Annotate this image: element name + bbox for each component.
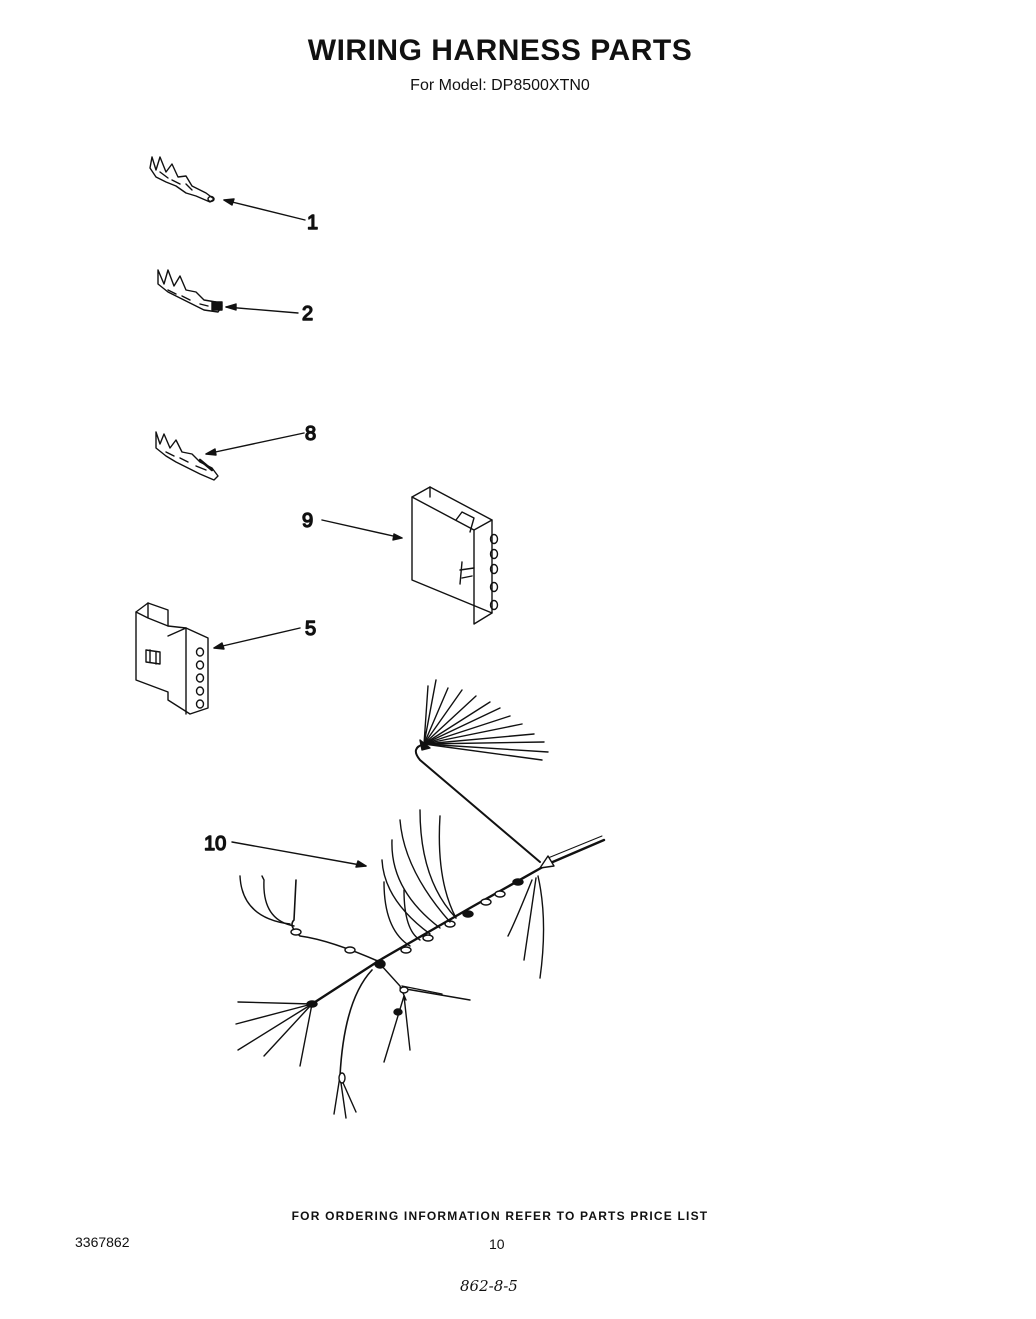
callout-label-8: 8 <box>305 423 316 445</box>
callout-9-leader <box>321 519 403 541</box>
callout-10-leader <box>231 841 367 868</box>
page-title: WIRING HARNESS PARTS <box>307 34 693 67</box>
callout-label-1: 1 <box>307 212 318 234</box>
callout-2-leader <box>225 303 299 314</box>
callout-label-9: 9 <box>302 510 313 532</box>
model-subtitle: For Model: DP8500XTN0 <box>410 77 590 94</box>
part-9-connector-block <box>411 486 499 625</box>
callout-5-leader <box>213 627 301 650</box>
callout-label-10: 10 <box>204 833 226 855</box>
callout-label-5: 5 <box>305 618 316 640</box>
part-1-terminal <box>149 156 215 203</box>
part-2-terminal <box>157 269 223 313</box>
page-number: 10 <box>489 1236 505 1252</box>
part-8-terminal <box>155 431 219 481</box>
part-10-wiring-harness <box>235 679 606 1119</box>
ordering-note: FOR ORDERING INFORMATION REFER TO PARTS … <box>291 1209 709 1223</box>
callout-label-2: 2 <box>302 303 313 325</box>
handwritten-note: 862-8-5 <box>460 1277 518 1295</box>
part-5-connector-housing <box>135 602 209 715</box>
callout-1-leader <box>223 198 306 221</box>
callout-8-leader <box>205 432 305 456</box>
document-part-number: 3367862 <box>75 1234 130 1250</box>
